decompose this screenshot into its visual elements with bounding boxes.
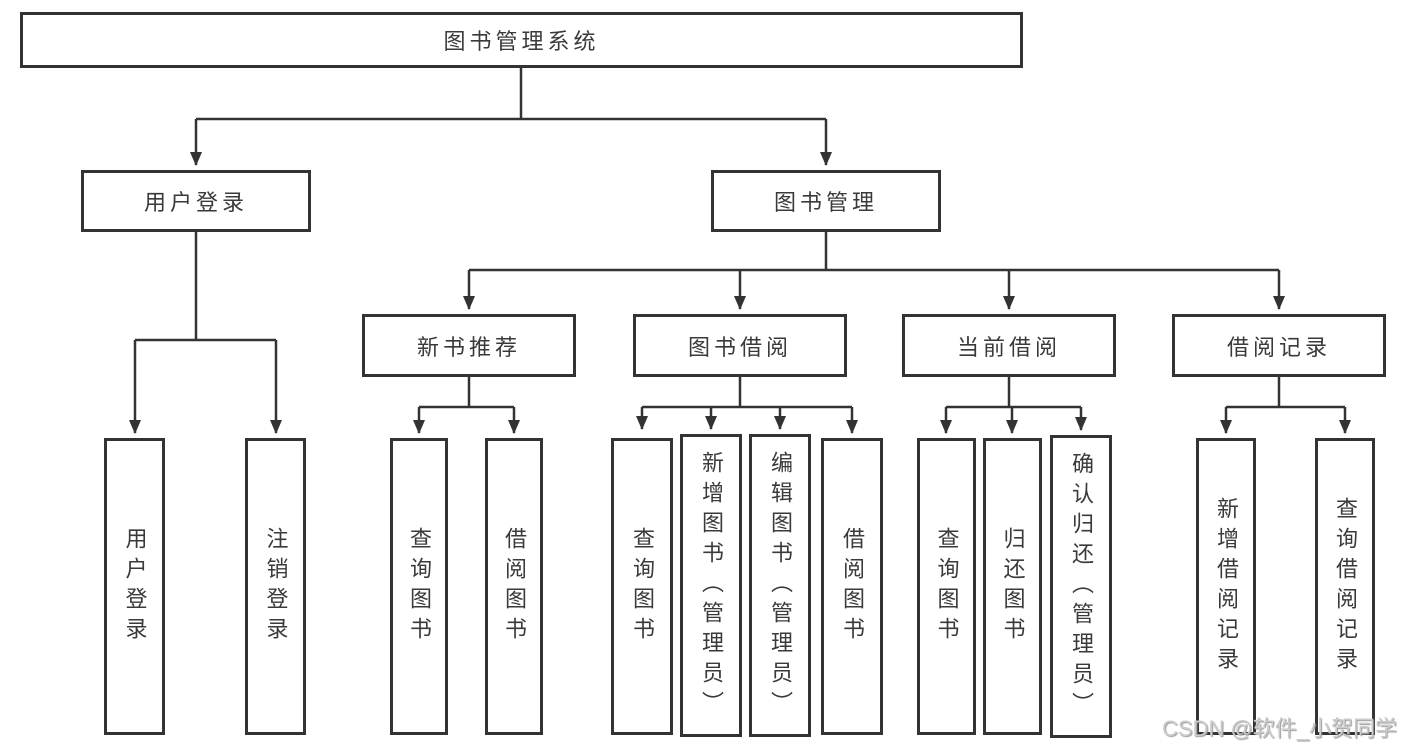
node-new-book-recommend: 新书推荐	[362, 314, 576, 377]
connector-borrowrecords-to-leaves	[1220, 377, 1351, 434]
node-leaf-edit-books-admin: 编辑图书（管理员）	[749, 434, 811, 737]
node-new-book-recommend-label: 新书推荐	[416, 334, 521, 360]
node-leaf-edit-books-admin-label: 编辑图书（管理员）	[768, 450, 793, 721]
node-user-login-label: 用户登录	[143, 190, 248, 215]
node-current-borrow-label: 当前借阅	[956, 334, 1061, 360]
node-book-borrow: 图书借阅	[633, 314, 847, 377]
node-leaf-borrow-books-1-label: 借阅图书	[502, 526, 527, 647]
node-root-label: 图书管理系统	[443, 29, 600, 54]
node-root: 图书管理系统	[20, 12, 1023, 68]
connector-userlogin-to-leaves	[129, 232, 282, 434]
node-leaf-borrow-books-2: 借阅图书	[821, 438, 883, 735]
node-leaf-add-borrow-record: 新增借阅记录	[1196, 438, 1256, 735]
node-leaf-borrow-books-1: 借阅图书	[485, 438, 543, 735]
node-leaf-query-books-1-label: 查询图书	[407, 526, 432, 647]
node-book-management-label: 图书管理	[773, 190, 878, 215]
node-leaf-add-books-admin-label: 新增图书（管理员）	[699, 450, 724, 721]
node-leaf-logout: 注销登录	[245, 438, 306, 735]
connector-newbooks-to-leaves	[413, 377, 520, 434]
node-leaf-query-books-2: 查询图书	[611, 438, 673, 735]
node-borrow-records-label: 借阅记录	[1226, 334, 1331, 360]
csdn-watermark: CSDN @软件_小贺同学	[1161, 716, 1397, 741]
node-book-management: 图书管理	[711, 170, 941, 232]
node-leaf-return-books: 归还图书	[983, 438, 1042, 735]
node-leaf-add-books-admin: 新增图书（管理员）	[680, 434, 742, 737]
node-leaf-confirm-return-admin-label: 确认归还（管理员）	[1069, 451, 1094, 722]
connector-currentborrow-to-leaves	[940, 377, 1087, 434]
connector-bookborrow-to-leaves	[636, 377, 858, 434]
node-leaf-query-books-3: 查询图书	[917, 438, 976, 735]
node-current-borrow: 当前借阅	[902, 314, 1116, 377]
node-leaf-query-borrow-record: 查询借阅记录	[1315, 438, 1375, 735]
node-leaf-query-books-3-label: 查询图书	[934, 526, 960, 647]
node-leaf-logout-label: 注销登录	[263, 526, 289, 647]
node-leaf-query-borrow-record-label: 查询借阅记录	[1333, 496, 1358, 677]
node-leaf-user-login-label: 用户登录	[122, 526, 148, 647]
connector-root-to-level2	[190, 68, 832, 166]
node-leaf-add-borrow-record-label: 新增借阅记录	[1214, 496, 1239, 677]
node-leaf-user-login: 用户登录	[104, 438, 165, 735]
node-leaf-confirm-return-admin: 确认归还（管理员）	[1050, 435, 1112, 738]
node-leaf-query-books-2-label: 查询图书	[630, 526, 655, 647]
node-user-login: 用户登录	[81, 170, 311, 232]
node-leaf-return-books-label: 归还图书	[1000, 526, 1026, 647]
node-borrow-records: 借阅记录	[1172, 314, 1386, 377]
node-book-borrow-label: 图书借阅	[687, 334, 792, 360]
connector-bookmgmt-to-level3	[463, 232, 1285, 310]
node-leaf-query-books-1: 查询图书	[390, 438, 448, 735]
node-leaf-borrow-books-2-label: 借阅图书	[840, 526, 865, 647]
